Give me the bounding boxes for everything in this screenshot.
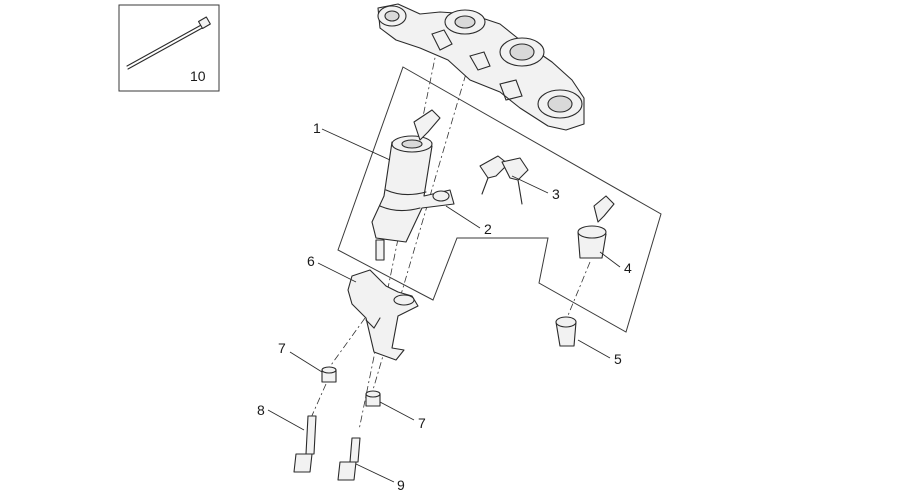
axis-bolt-8: [309, 383, 327, 421]
triple-clamp-left-hole: [384, 10, 400, 22]
leader-7-lower: [379, 401, 415, 421]
leader-5: [577, 339, 611, 359]
callout-9: 9: [397, 477, 405, 491]
ignition-switch-body: [371, 141, 455, 243]
triple-clamp-mid-hole: [509, 43, 535, 61]
leader-7-upper: [289, 351, 323, 373]
ignition-key: [413, 109, 441, 141]
leader-2: [445, 205, 481, 229]
ignition-switch-mount-eye: [432, 190, 450, 202]
bolt-part-9: [337, 437, 361, 481]
bolt-8-head: [293, 453, 313, 473]
callout-7-lower: 7: [418, 415, 426, 431]
leader-4: [599, 251, 621, 268]
triple-clamp-body: [377, 3, 585, 131]
leader-8: [267, 409, 305, 431]
lock-barrel-top: [577, 225, 607, 239]
spacer-lower-top: [365, 390, 381, 398]
callout-3: 3: [552, 186, 560, 202]
cable-tie-strap: [126, 23, 204, 67]
triple-clamp-lug-1: [431, 29, 453, 51]
ignition-switch-ring-lower: [379, 205, 421, 212]
leader-3: [511, 175, 549, 194]
ignition-switch-shaft: [375, 239, 385, 261]
bushing-top: [555, 316, 577, 328]
bracket-tab: [365, 317, 381, 329]
spacer-part-7-upper: [321, 366, 337, 383]
bolt-8-shank: [305, 415, 317, 455]
lock-barrel-key: [593, 195, 615, 223]
leader-6: [317, 262, 357, 283]
triple-clamp-center-hole: [454, 15, 476, 29]
key-2-blade: [517, 179, 523, 205]
leader-1: [321, 128, 391, 161]
bushing-part-5: [555, 316, 577, 347]
spacer-part-7-lower: [365, 390, 381, 407]
triple-clamp-lug-3: [499, 79, 523, 101]
bolt-9-shank: [349, 437, 361, 463]
bracket-eye: [393, 294, 415, 306]
bolt-part-8: [293, 415, 317, 473]
callout-4: 4: [624, 260, 632, 276]
callouts: 1 2 3 4 5 6 7 7 8 9: [257, 120, 632, 491]
callout-2: 2: [484, 221, 492, 237]
keys-part-3: [479, 155, 529, 205]
bracket-part-6: [347, 269, 419, 361]
callout-1: 1: [313, 120, 321, 136]
bolt-9-head: [337, 461, 357, 481]
inset-frame: [118, 4, 220, 92]
inset-box-part-10: 10: [118, 4, 220, 92]
triple-clamp-right-hole: [547, 95, 573, 113]
cable-tie-head: [197, 16, 211, 30]
key-1-head: [479, 155, 509, 179]
callout-10: 10: [190, 68, 206, 84]
callout-8: 8: [257, 402, 265, 418]
callout-6: 6: [307, 253, 315, 269]
axis-bushing: [325, 317, 366, 373]
cable-tie-strap-edge: [127, 26, 205, 70]
assembly-group-frame: [337, 66, 662, 333]
spacer-upper-top: [321, 366, 337, 374]
triple-clamp: [377, 3, 585, 131]
triple-clamp-lug-2: [469, 51, 491, 71]
bracket-body: [347, 269, 419, 361]
axis-left: [358, 47, 438, 431]
ignition-switch-keyhole: [401, 139, 423, 149]
key-2-head: [501, 157, 529, 181]
ignition-switch-ring: [385, 189, 427, 196]
ignition-switch-part-1: [371, 109, 455, 261]
leader-9: [355, 463, 395, 483]
lock-barrel-part-4: [577, 195, 615, 259]
key-1-blade: [481, 177, 489, 195]
callout-7-upper: 7: [278, 340, 286, 356]
callout-5: 5: [614, 351, 622, 367]
leader-lines: [267, 128, 621, 483]
